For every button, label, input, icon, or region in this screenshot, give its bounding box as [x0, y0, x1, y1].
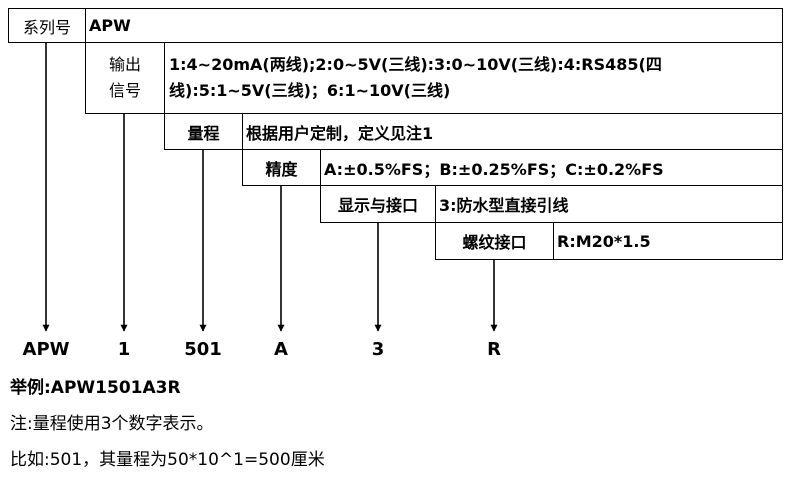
- accuracy-label: 精度: [265, 159, 298, 179]
- note-range-format: 注:量程使用3个数字表示。: [10, 414, 214, 434]
- thread-value-cell: R:M20*1.5: [553, 222, 783, 260]
- code-range: 501: [184, 339, 222, 360]
- thread-label: 螺纹接口: [462, 233, 527, 252]
- code-thread: R: [487, 339, 501, 360]
- range-value: 根据用户定制，定义见注1: [246, 123, 434, 143]
- thread-label-cell: 螺纹接口: [435, 222, 554, 260]
- output-value: 1:4~20mA(两线);2:0~5V(三线):3:0~10V(三线):4:RS…: [169, 55, 662, 100]
- range-label: 量程: [187, 123, 220, 143]
- accuracy-label-cell: 精度: [242, 149, 321, 186]
- accuracy-value-cell: A:±0.5%FS；B:±0.25%FS；C:±0.2%FS: [320, 149, 783, 186]
- code-output: 1: [117, 339, 131, 360]
- code-series: APW: [22, 339, 70, 360]
- accuracy-value: A:±0.5%FS；B:±0.25%FS；C:±0.2%FS: [324, 159, 664, 179]
- code-accuracy: A: [274, 339, 288, 360]
- output-value-cell: 1:4~20mA(两线);2:0~5V(三线):3:0~10V(三线):4:RS…: [164, 42, 783, 114]
- note-example: 举例:APW1501A3R: [10, 378, 181, 398]
- output-label-line1: 输出: [108, 55, 141, 74]
- output-label-line2: 信号: [108, 81, 141, 100]
- series-label: 系列号: [22, 17, 71, 37]
- range-value-cell: 根据用户定制，定义见注1: [242, 113, 783, 150]
- output-label-cell: 输出 信号: [85, 42, 165, 114]
- series-label-cell: 系列号: [8, 8, 86, 43]
- series-value: APW: [89, 16, 131, 35]
- display-value: 3:防水型直接引线: [439, 196, 569, 215]
- display-label: 显示与接口: [337, 196, 418, 215]
- note-range-sample: 比如:501，其量程为50*10^1=500厘米: [10, 450, 325, 470]
- thread-value: R:M20*1.5: [557, 231, 651, 251]
- range-label-cell: 量程: [164, 113, 243, 150]
- code-display: 3: [371, 339, 385, 360]
- display-label-cell: 显示与接口: [320, 185, 436, 223]
